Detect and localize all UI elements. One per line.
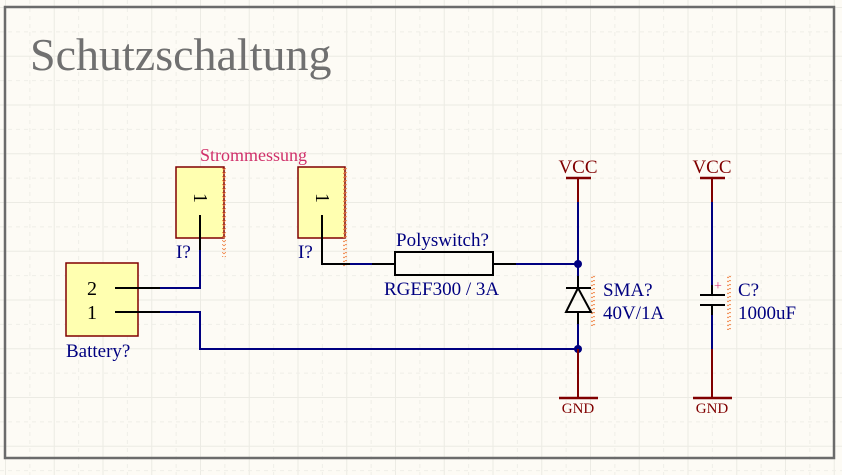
connector-1-hatch — [222, 167, 226, 257]
vcc-port-1[interactable]: VCC — [558, 157, 598, 202]
connector-2-hatch — [343, 167, 347, 267]
connector-1-pin-label: 1 — [189, 193, 211, 203]
vcc-port-2[interactable]: VCC — [692, 157, 732, 202]
battery-pin-2-label: 2 — [87, 278, 97, 300]
battery-component[interactable]: 2 1 Battery? — [65, 262, 160, 362]
sheet-title: Schutzschaltung — [30, 29, 332, 80]
wires — [138, 200, 713, 350]
diode-value: 40V/1A — [603, 303, 665, 324]
capacitor-plus-sign: + — [714, 279, 722, 294]
junction-dot — [574, 260, 582, 268]
connector-group-label: Strommessung — [200, 145, 307, 165]
capacitor-designator: C? — [738, 280, 759, 301]
connector-2-designator: I? — [298, 242, 313, 263]
gnd-label: GND — [696, 401, 729, 417]
gnd-port-1[interactable]: GND — [559, 349, 598, 417]
diode-hatch — [591, 274, 595, 326]
polyswitch-body — [394, 251, 494, 276]
diode-designator: SMA? — [603, 280, 653, 301]
connector-2-component[interactable]: 1 I? — [297, 166, 350, 267]
wire-battery1-to-ground-rail[interactable] — [138, 311, 578, 350]
polyswitch-designator: Polyswitch? — [396, 230, 489, 251]
vcc-label: VCC — [558, 157, 597, 178]
connector-2-pin — [321, 215, 350, 265]
battery-designator: Battery? — [66, 341, 130, 362]
connector-2-pin-label: 1 — [311, 193, 333, 203]
polyswitch-value: RGEF300 / 3A — [384, 279, 499, 300]
connector-1-component[interactable]: 1 I? — [175, 166, 226, 263]
tvs-diode-component[interactable]: SMA? 40V/1A — [564, 274, 665, 326]
gnd-port-2[interactable]: GND — [693, 349, 732, 417]
gnd-label: GND — [562, 401, 595, 417]
capacitor-component[interactable]: + C? 1000uF — [700, 275, 796, 330]
battery-pin-1-label: 1 — [87, 302, 97, 324]
polyswitch-component[interactable]: Polyswitch? RGEF300 / 3A — [372, 230, 516, 300]
sheet-border — [3, 5, 836, 460]
capacitor-hatch — [727, 275, 731, 330]
connector-1-designator: I? — [176, 242, 191, 263]
battery-body — [65, 262, 139, 337]
capacitor-value: 1000uF — [738, 303, 796, 324]
vcc-label: VCC — [692, 157, 731, 178]
